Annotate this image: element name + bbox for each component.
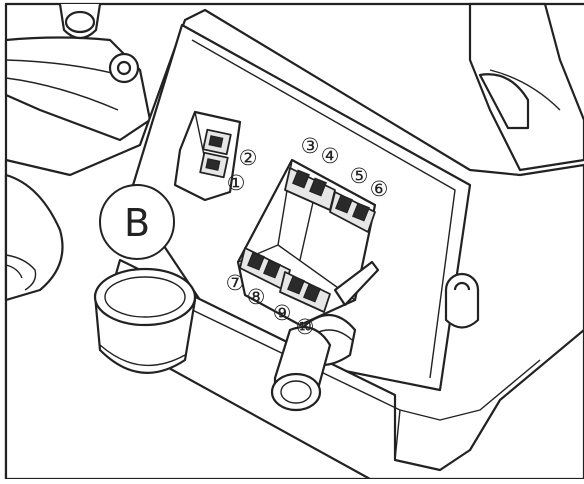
top-bracket xyxy=(4,3,152,142)
terminal-label-10: ⑩ xyxy=(296,315,315,339)
terminal-label-4: ④ xyxy=(321,144,340,168)
terminal-label-8: ⑧ xyxy=(247,285,266,309)
terminal-label-1: ① xyxy=(227,171,246,195)
terminal-label-9: ⑨ xyxy=(273,301,292,325)
connector-1-2 xyxy=(173,110,242,202)
left-cable xyxy=(4,173,64,302)
right-arm xyxy=(468,2,584,172)
terminal-label-7: ⑦ xyxy=(226,271,245,295)
callout-label: B xyxy=(124,201,150,245)
small-gland xyxy=(270,260,380,412)
terminal-labels: ② ① ③ ④ ⑤ ⑥ ⑦ ⑧ ⑨ ⑩ xyxy=(226,134,389,339)
terminal-label-5: ⑤ xyxy=(350,164,369,188)
callout-b: B xyxy=(99,184,175,260)
terminal-block xyxy=(236,158,377,327)
terminal-label-2: ② xyxy=(239,146,258,170)
terminal-label-6: ⑥ xyxy=(370,177,389,201)
terminal-label-3: ③ xyxy=(301,134,320,158)
front-gland xyxy=(93,267,197,374)
